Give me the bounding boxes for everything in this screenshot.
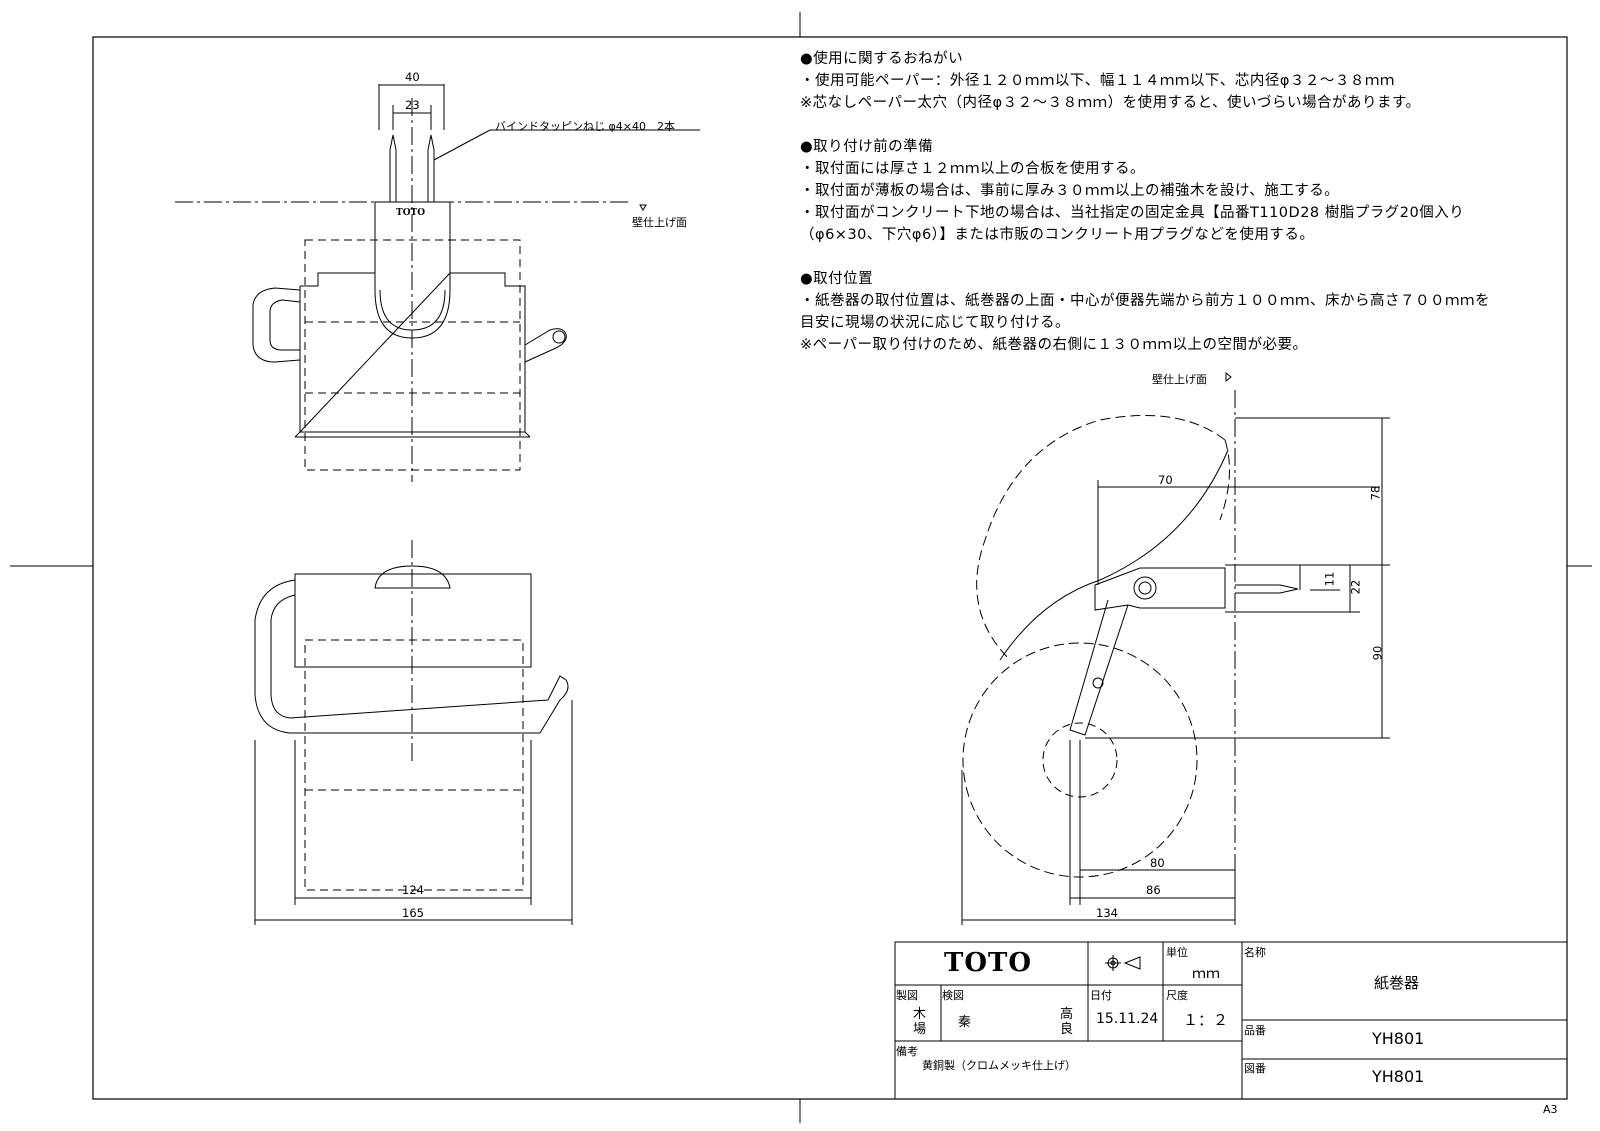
dimension-label: 11 xyxy=(1322,571,1337,587)
name-value: 紙巻器 xyxy=(1374,974,1420,992)
made-value: 場 xyxy=(913,1022,927,1037)
part-number-value: YH801 xyxy=(1372,1029,1425,1048)
dimension-label: 86 xyxy=(1146,883,1161,897)
note-line: ・取付面がコンクリート下地の場合は、当社指定の固定金具【品番T110D28 樹脂… xyxy=(800,205,1465,221)
note-line: ・紙巻器の取付位置は、紙巻器の上面・中心が便器先端から前方１００ｍｍ、床から高さ… xyxy=(800,293,1490,309)
note-heading: ●取付位置 xyxy=(800,271,874,287)
made-label: 製図 xyxy=(896,989,918,1002)
note-line: ※芯なしペーパー太穴（内径φ３２～３８ｍｍ）を使用すると、使いづらい場合がありま… xyxy=(800,95,1421,111)
sheet-size: A3 xyxy=(1543,1103,1558,1116)
front-view xyxy=(254,540,573,925)
note-section-position: ●取付位置 ・紙巻器の取付位置は、紙巻器の上面・中心が便器先端から前方１００ｍｍ… xyxy=(800,268,1560,356)
check-label: 検図 xyxy=(942,989,964,1002)
remarks-label: 備考 xyxy=(896,1045,918,1058)
drawing-number-value: YH801 xyxy=(1372,1067,1425,1086)
dimension-label: 70 xyxy=(1158,473,1173,487)
date-value: 15.11.24 xyxy=(1096,1011,1159,1027)
note-line: 目安に現場の状況に応じて取り付ける。 xyxy=(800,315,1070,331)
remarks-value: 黄銅製（クロムメッキ仕上げ） xyxy=(922,1059,1076,1072)
product-logo: TOTO xyxy=(396,208,426,218)
note-line: ・取付面には厚さ１２ｍｍ以上の合板を使用する。 xyxy=(800,161,1145,177)
scale-label: 尺度 xyxy=(1166,989,1188,1002)
dimension-label: 134 xyxy=(1096,906,1118,920)
note-line: （φ6×30、下穴φ6）】または市販のコンクリート用プラグなどを使用する。 xyxy=(800,227,1315,243)
check-value: 秦 xyxy=(958,1015,972,1030)
note-heading: ●取り付け前の準備 xyxy=(800,139,934,155)
dimension-label: 80 xyxy=(1150,856,1165,870)
note-heading: ●使用に関するおねがい xyxy=(800,51,964,67)
side-view xyxy=(961,371,1390,925)
dimension-label: 23 xyxy=(405,98,420,112)
made-value: 木 xyxy=(913,1007,927,1022)
screw-note: バインドタッピンねじ φ4×40 2本 xyxy=(495,120,675,133)
dimension-label: 40 xyxy=(405,70,420,84)
dimension-label: 78 xyxy=(1368,485,1383,501)
title-block-lines xyxy=(894,941,1568,1100)
note-line: ・使用可能ペーパー：外径１２０ｍｍ以下、幅１１４ｍｍ以下、芯内径φ３２～３８ｍｍ xyxy=(800,73,1395,89)
notes: ●使用に関するおねがい ・使用可能ペーパー：外径１２０ｍｍ以下、幅１１４ｍｍ以下… xyxy=(800,48,1560,378)
top-view xyxy=(175,84,700,482)
drawing-number-label: 図番 xyxy=(1244,1062,1266,1075)
wall-finish-label: 壁仕上げ面 xyxy=(1152,373,1207,386)
wall-finish-label: 壁仕上げ面 xyxy=(632,216,687,229)
dimension-label: 124 xyxy=(402,883,424,897)
check-value: 高 xyxy=(1060,1007,1074,1022)
dimension-label: 22 xyxy=(1348,579,1363,595)
note-section-prep: ●取り付け前の準備 ・取付面には厚さ１２ｍｍ以上の合板を使用する。 ・取付面が薄… xyxy=(800,136,1560,246)
check-value: 良 xyxy=(1060,1022,1074,1037)
date-label: 日付 xyxy=(1090,989,1112,1002)
dimension-label: 90 xyxy=(1370,645,1385,661)
note-section-usage: ●使用に関するおねがい ・使用可能ペーパー：外径１２０ｍｍ以下、幅１１４ｍｍ以下… xyxy=(800,48,1560,114)
sheet-border xyxy=(92,36,1568,1100)
name-label: 名称 xyxy=(1244,946,1266,959)
unit-value: ｍｍ xyxy=(1192,966,1220,982)
part-number-label: 品番 xyxy=(1244,1024,1266,1037)
company-logo: TOTO xyxy=(944,948,1032,978)
scale-value: １：２ xyxy=(1183,1011,1229,1029)
note-line: ※ペーパー取り付けのため、紙巻器の右側に１３０ｍｍ以上の空間が必要。 xyxy=(800,337,1308,353)
unit-label: 単位 xyxy=(1166,946,1188,959)
note-line: ・取付面が薄板の場合は、事前に厚み３０ｍｍ以上の補強木を設け、施工する。 xyxy=(800,183,1340,199)
dimension-label: 165 xyxy=(402,906,424,920)
